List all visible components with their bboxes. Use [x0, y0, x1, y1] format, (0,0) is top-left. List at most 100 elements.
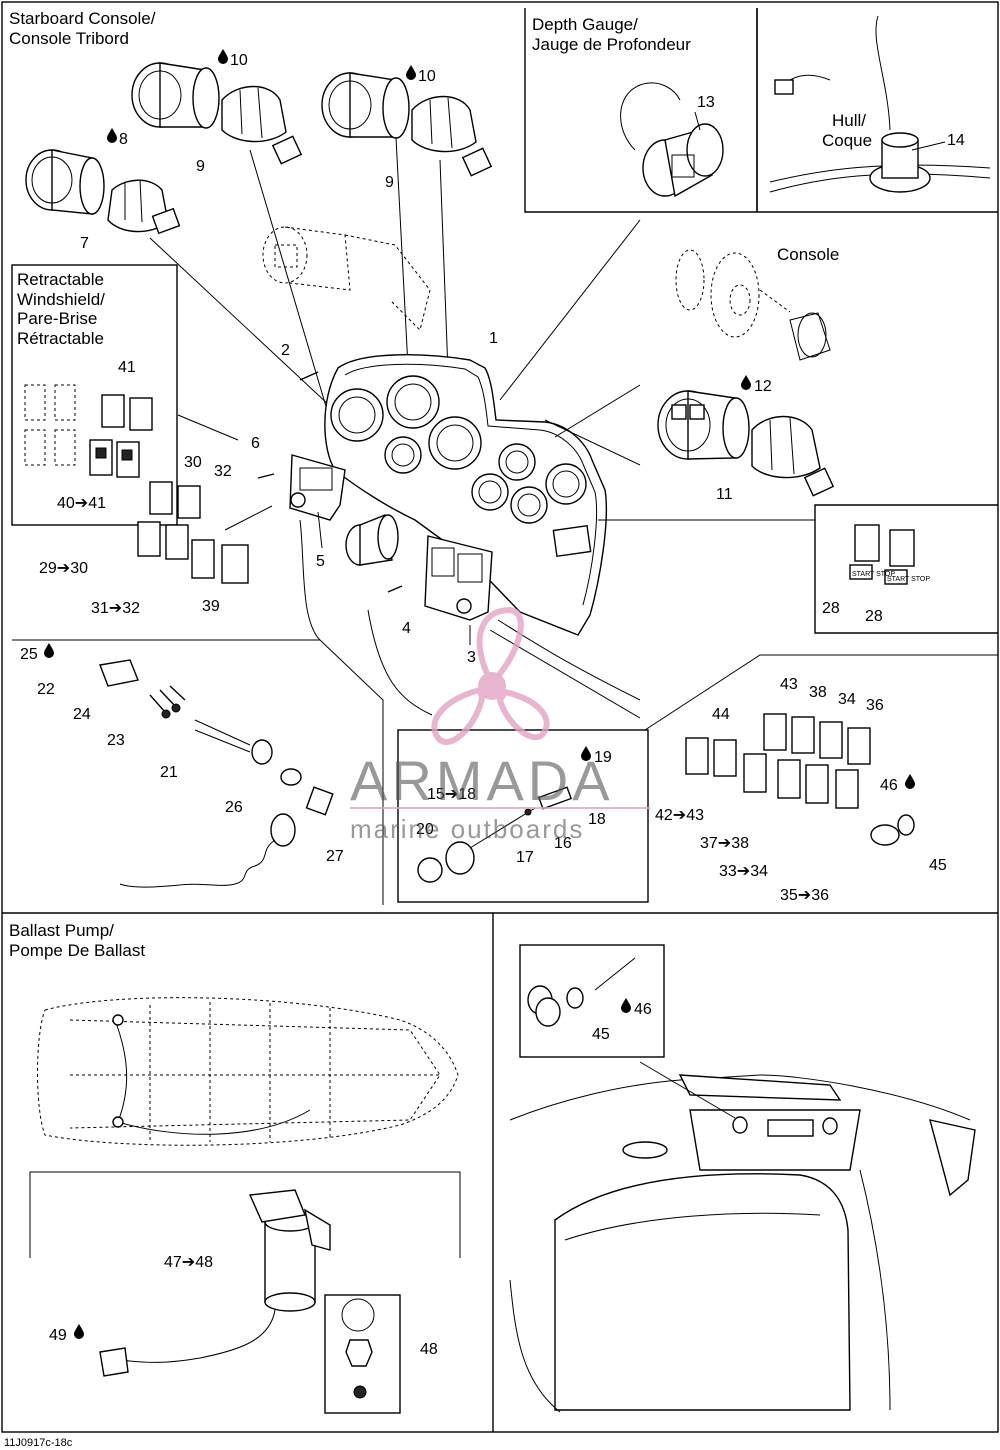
oil-drop-icon — [74, 1324, 84, 1339]
oil-drop-icon — [44, 643, 54, 658]
callout-10-right: 10 — [418, 68, 436, 85]
callout-15-18: 15➔18 — [427, 786, 476, 803]
callout-36: 36 — [866, 697, 884, 714]
callout-49: 49 — [49, 1327, 67, 1344]
callout-8: 8 — [119, 131, 128, 148]
dashed-speedometer — [262, 226, 431, 331]
callout-43: 43 — [780, 676, 798, 693]
callout-5: 5 — [316, 553, 325, 570]
socket-detail-frame — [519, 944, 665, 1058]
windshield-title-4: Rétractable — [17, 329, 104, 348]
console-label: Console — [777, 245, 839, 264]
propeller-logo — [431, 606, 550, 745]
callout-12: 12 — [754, 378, 772, 395]
watermark-tagline: marine outboards — [350, 814, 584, 844]
callout-31-32: 31➔32 — [91, 600, 140, 617]
callout-47-48: 47➔48 — [164, 1254, 213, 1271]
callout-48: 48 — [420, 1341, 438, 1358]
callout-23: 23 — [107, 732, 125, 749]
watermark-brand: ARMADA — [350, 749, 614, 812]
trim-switch — [417, 786, 573, 883]
impeller-kit — [341, 1298, 375, 1399]
callout-17: 17 — [516, 849, 534, 866]
windshield-title-1: Retractable — [17, 270, 104, 289]
callout-45-right: 45 — [929, 857, 947, 874]
callout-33-34: 33➔34 — [719, 863, 768, 880]
oil-drop-icon — [741, 375, 751, 390]
oil-drop-icon — [905, 774, 915, 789]
callout-1: 1 — [489, 330, 498, 347]
callout-46-detail: 46 — [634, 1001, 652, 1018]
drawing-code: 11J0917c-18c — [4, 1437, 73, 1449]
callout-16: 16 — [554, 835, 572, 852]
callout-37-38: 37➔38 — [700, 835, 749, 852]
depth-gauge-13 — [620, 82, 724, 198]
callout-6: 6 — [251, 435, 260, 452]
callout-35-36: 35➔36 — [780, 887, 829, 904]
callout-11: 11 — [716, 486, 733, 503]
callout-7: 7 — [80, 235, 89, 252]
start-stop-frame — [814, 504, 998, 634]
callout-30: 30 — [184, 454, 202, 471]
transducer-14 — [769, 15, 991, 193]
ballast-pump-title-fr: Pompe De Ballast — [9, 941, 145, 960]
callout-14: 14 — [947, 132, 965, 149]
callout-27: 27 — [326, 848, 344, 865]
windshield-frame — [11, 264, 178, 526]
gauge-assembly-7 — [25, 149, 181, 235]
harness-parts — [99, 659, 334, 888]
callout-25: 25 — [20, 646, 38, 663]
oil-drop-icon — [218, 49, 228, 64]
callout-24: 24 — [73, 706, 91, 723]
start-stop-switches — [849, 524, 915, 585]
console-panel-1 — [324, 354, 608, 636]
callout-20: 20 — [416, 821, 434, 838]
callout-40-41: 40➔41 — [57, 495, 106, 512]
hull-label: Hull/ — [832, 111, 866, 130]
callout-28-right: 28 — [865, 608, 883, 625]
callout-22: 22 — [37, 681, 55, 698]
ballast-pump — [99, 1189, 331, 1377]
ignition-barrel — [345, 514, 399, 566]
callout-9-right: 9 — [385, 174, 394, 191]
callout-46-right: 46 — [880, 777, 898, 794]
accessory-switches — [685, 713, 915, 846]
callout-19: 19 — [594, 749, 612, 766]
switch-panel-5 — [289, 454, 346, 549]
depth-gauge-title-fr: Jauge de Profondeur — [532, 35, 691, 54]
starboard-console-title: Starboard Console/ — [9, 9, 156, 28]
gauge-assembly-9-left — [131, 62, 303, 165]
gauge-assembly-9-right — [321, 72, 493, 177]
callout-28-left: 28 — [822, 600, 840, 617]
switch-covers — [137, 481, 249, 584]
windshield-switches — [24, 384, 153, 478]
gauge-assembly-11 — [657, 390, 835, 497]
pump-bracket — [29, 1171, 461, 1258]
socket-detail — [527, 957, 636, 1027]
callout-13: 13 — [697, 94, 715, 111]
oil-drop-icon — [406, 65, 416, 80]
callout-42-43: 42➔43 — [655, 807, 704, 824]
callout-4: 4 — [402, 620, 411, 637]
hull-top-view — [37, 997, 459, 1146]
boat-dashboard — [509, 1061, 976, 1413]
switch-panel-3 — [424, 535, 493, 621]
ballast-pump-title: Ballast Pump/ — [9, 921, 114, 940]
armada-watermark: ARMADA marine outboards — [350, 606, 650, 844]
callout-2: 2 — [281, 342, 290, 359]
callout-44: 44 — [712, 706, 730, 723]
callout-32: 32 — [214, 463, 232, 480]
start-stop-label-left: START STOP — [852, 571, 895, 578]
callout-38: 38 — [809, 684, 827, 701]
callout-39: 39 — [202, 598, 220, 615]
starboard-console-title-fr: Console Tribord — [9, 29, 129, 48]
callout-45-detail: 45 — [592, 1026, 610, 1043]
oil-drop-icon — [107, 128, 117, 143]
depth-gauge-title: Depth Gauge/ — [532, 15, 638, 34]
console-socket — [675, 249, 831, 361]
start-stop-label-right: START STOP — [887, 576, 930, 583]
callout-21: 21 — [160, 764, 178, 781]
callout-9-left: 9 — [196, 158, 205, 175]
callout-41: 41 — [118, 359, 136, 376]
